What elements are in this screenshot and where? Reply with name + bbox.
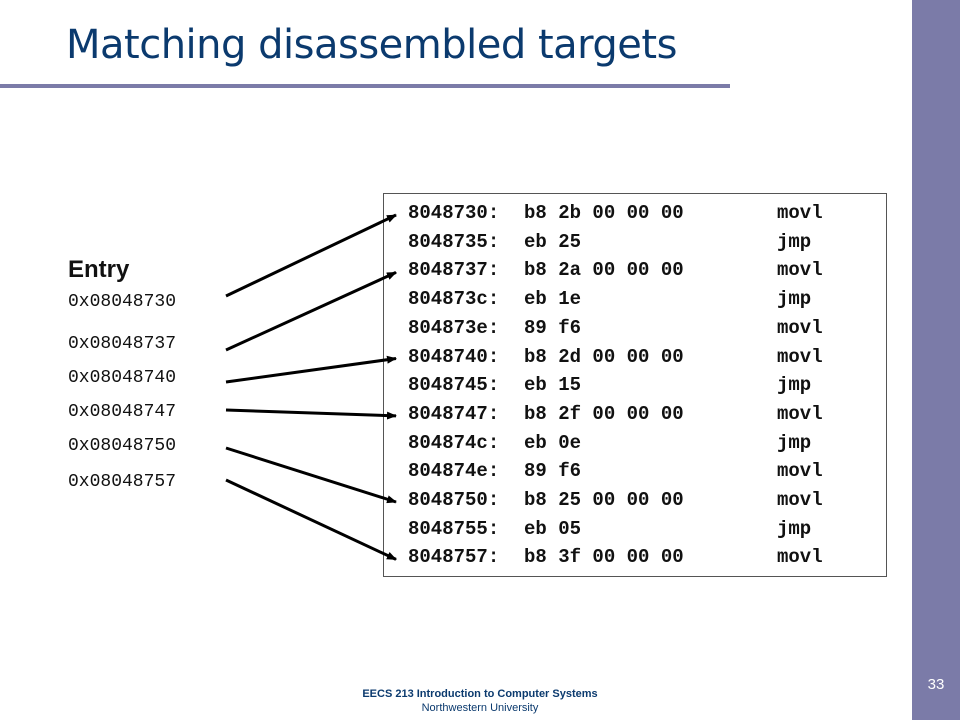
instruction-address: 8048750:: [408, 489, 500, 511]
disassembly-row: 8048737: b8 2a 00 00 00 movl: [384, 259, 886, 287]
jump-arrow: [225, 408, 397, 420]
instruction-bytes: b8 2f 00 00 00: [524, 402, 684, 425]
disassembly-row: 8048750: b8 25 00 00 00 movl: [384, 489, 886, 517]
instruction-address: 8048737:: [408, 259, 500, 282]
disassembly-row: 8048747: b8 2f 00 00 00 movl: [384, 403, 886, 431]
instruction-address: 804874c:: [408, 431, 500, 454]
instruction-opcode: movl: [777, 489, 823, 511]
instruction-address: 804873c:: [408, 288, 500, 311]
instruction-bytes: b8 2a 00 00 00: [524, 259, 684, 282]
instruction-address: 804874e:: [408, 460, 500, 483]
jump-arrow: [225, 271, 397, 352]
disassembly-row: 804873e: 89 f6 movl: [384, 317, 886, 345]
footer-course: EECS 213 Introduction to Computer System…: [362, 688, 598, 700]
jump-arrow: [225, 213, 397, 298]
instruction-opcode: movl: [777, 546, 823, 569]
instruction-bytes: 89 f6: [524, 316, 582, 339]
entry-address: 0x08048737: [68, 334, 177, 354]
instruction-address: 8048747:: [408, 402, 500, 425]
instruction-opcode: movl: [777, 316, 823, 339]
instruction-bytes: b8 25 00 00 00: [524, 489, 684, 511]
instruction-address: 8048735:: [408, 230, 500, 253]
instruction-bytes: b8 2b 00 00 00: [524, 202, 684, 224]
instruction-bytes: eb 0e: [524, 431, 582, 454]
instruction-opcode: movl: [777, 345, 823, 368]
entry-address: 0x08048750: [68, 436, 177, 456]
instruction-bytes: eb 1e: [524, 288, 582, 311]
instruction-bytes: b8 3f 00 00 00: [524, 546, 684, 569]
instruction-opcode: jmp: [777, 431, 812, 454]
disassembly-listing: 8048730: b8 2b 00 00 00 movl 8048735: eb 25 j…: [383, 193, 887, 577]
instruction-address: 8048755:: [408, 517, 500, 540]
disassembly-row: 8048740: b8 2d 00 00 00 movl: [384, 346, 886, 374]
disassembly-row: 8048755: eb 05 jmp: [384, 518, 886, 546]
page-number: 33: [927, 676, 945, 693]
jump-arrow: [225, 478, 397, 561]
disassembly-row: 8048735: eb 25 jmp: [384, 231, 886, 259]
instruction-opcode: jmp: [777, 517, 812, 540]
instruction-opcode: movl: [777, 460, 823, 483]
instruction-opcode: movl: [777, 259, 823, 282]
instruction-opcode: jmp: [777, 374, 812, 397]
instruction-bytes: eb 25: [524, 230, 582, 253]
disassembly-row: 8048730: b8 2b 00 00 00 movl: [384, 202, 886, 230]
sidebar-bar: [912, 0, 960, 720]
entry-address: 0x08048740: [68, 368, 177, 388]
instruction-address: 8048740:: [408, 345, 500, 368]
entry-address: 0x08048747: [68, 402, 177, 422]
entry-address: 0x08048730: [68, 292, 177, 312]
instruction-opcode: movl: [777, 402, 823, 425]
instruction-bytes: 89 f6: [524, 460, 582, 483]
entry-address: 0x08048757: [68, 472, 177, 492]
instruction-address: 8048745:: [408, 374, 500, 397]
disassembly-row: 804874e: 89 f6 movl: [384, 460, 886, 488]
title-underline: [0, 84, 730, 88]
instruction-bytes: eb 05: [524, 517, 582, 540]
instruction-address: 8048757:: [408, 546, 500, 569]
entry-heading: Entry: [68, 256, 130, 283]
jump-arrow: [225, 355, 397, 384]
footer-university: Northwestern University: [421, 702, 539, 714]
disassembly-row: 8048757: b8 3f 00 00 00 movl: [384, 546, 886, 574]
instruction-bytes: eb 15: [524, 374, 582, 397]
disassembly-row: 8048745: eb 15 jmp: [384, 374, 886, 402]
instruction-opcode: jmp: [777, 230, 812, 253]
disassembly-row: 804873c: eb 1e jmp: [384, 288, 886, 316]
instruction-address: 8048730:: [408, 202, 500, 224]
jump-arrow: [225, 446, 397, 504]
instruction-opcode: movl: [777, 202, 823, 224]
slide-title: Matching disassembled targets: [66, 22, 677, 68]
instruction-address: 804873e:: [408, 316, 500, 339]
instruction-bytes: b8 2d 00 00 00: [524, 345, 684, 368]
disassembly-row: 804874c: eb 0e jmp: [384, 432, 886, 460]
instruction-opcode: jmp: [777, 288, 812, 311]
